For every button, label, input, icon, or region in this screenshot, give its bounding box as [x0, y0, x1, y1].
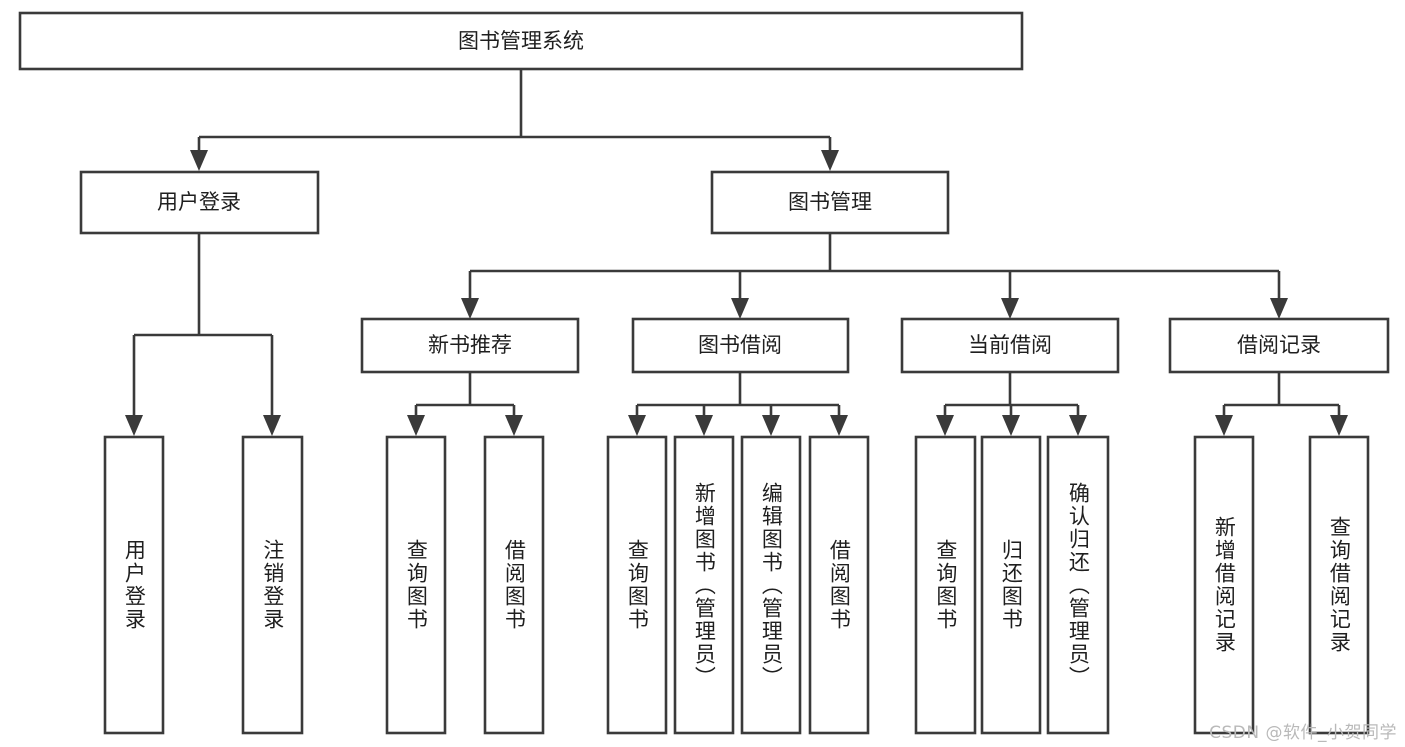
arrowhead-book-borrow-leaf-2: [695, 415, 713, 436]
node-leaf-user-login-2-label: 注销登录: [260, 539, 285, 631]
node-leaf-book-borrow-2[interactable]: [673, 435, 735, 735]
node-level2-current-borrow-label: 当前借阅: [968, 333, 1052, 357]
arrowhead-book-borrow-leaf-3: [762, 415, 780, 436]
arrowhead-borrow-record-leaf-1: [1215, 415, 1233, 436]
connector-group-book-manage: [461, 233, 1288, 319]
node-leaf-book-borrow-4-label: 借阅图书: [827, 539, 852, 631]
arrowhead-user-login-leaf-2: [263, 415, 281, 436]
node-level2-new-book-recommend[interactable]: [360, 317, 580, 374]
node-leaf-current-borrow-1-label: 查询图书: [933, 539, 958, 631]
connector-group-user-login: [125, 233, 281, 436]
node-leaf-new-book-1-label: 查询图书: [404, 539, 429, 631]
connector-group-current-borrow: [936, 372, 1087, 436]
node-leaf-user-login-1[interactable]: [103, 435, 165, 735]
node-level2-borrow-record-label: 借阅记录: [1237, 333, 1321, 357]
arrowhead-new-book-leaf-1: [407, 415, 425, 436]
node-leaf-book-borrow-1[interactable]: [606, 435, 668, 735]
node-leaf-current-borrow-2-label: 归还图书: [999, 539, 1024, 631]
node-level2-book-borrow-label: 图书借阅: [698, 333, 782, 357]
node-level1-book-management[interactable]: [710, 170, 950, 235]
node-level1-user-login-label: 用户登录: [157, 190, 241, 214]
arrowhead-user-login-leaf-1: [125, 415, 143, 436]
node-level2-book-borrow[interactable]: [631, 317, 850, 374]
node-root-book-management-system[interactable]: [18, 11, 1024, 71]
arrowhead-borrow-record-leaf-2: [1330, 415, 1348, 436]
node-leaf-book-borrow-3[interactable]: [740, 435, 802, 735]
node-level1-book-management-label: 图书管理: [788, 190, 872, 214]
node-leaf-borrow-record-2[interactable]: [1308, 435, 1370, 735]
connector-group-new-book-recommend: [407, 372, 523, 436]
node-level2-current-borrow[interactable]: [900, 317, 1120, 374]
node-leaf-new-book-2-label: 借阅图书: [502, 539, 527, 631]
node-leaf-borrow-record-1-label: 新增借阅记录: [1212, 516, 1237, 654]
node-leaf-book-borrow-4[interactable]: [808, 435, 870, 735]
arrowhead-new-book-leaf-2: [505, 415, 523, 436]
arrowhead-root-to-book-manage: [821, 150, 839, 171]
arrowhead-root-to-user-login: [190, 150, 208, 171]
node-leaf-current-borrow-2[interactable]: [980, 435, 1042, 735]
node-leaf-user-login-2[interactable]: [241, 435, 304, 735]
node-leaf-current-borrow-3[interactable]: [1046, 435, 1110, 735]
arrowhead-book-manage-child-2: [731, 298, 749, 319]
arrowhead-book-manage-child-3: [1001, 298, 1019, 319]
node-leaf-new-book-1[interactable]: [385, 435, 447, 735]
node-level1-user-login[interactable]: [79, 170, 320, 235]
arrowhead-current-borrow-leaf-1: [936, 415, 954, 436]
arrowhead-book-manage-child-1: [461, 298, 479, 319]
node-leaf-book-borrow-3-label: 编辑图书（管理员）: [759, 481, 784, 689]
node-leaf-book-borrow-1-label: 查询图书: [625, 539, 650, 631]
arrowhead-current-borrow-leaf-2: [1002, 415, 1020, 436]
arrowhead-current-borrow-leaf-3: [1069, 415, 1087, 436]
connector-group-book-borrow: [628, 372, 848, 436]
node-level2-borrow-record[interactable]: [1168, 317, 1390, 374]
node-leaf-current-borrow-1[interactable]: [914, 435, 977, 735]
connector-group-borrow-record: [1215, 372, 1348, 436]
node-leaf-borrow-record-1[interactable]: [1193, 435, 1255, 735]
node-leaf-new-book-2[interactable]: [483, 435, 545, 735]
node-leaf-borrow-record-2-label: 查询借阅记录: [1327, 516, 1352, 654]
arrowhead-book-manage-child-4: [1270, 298, 1288, 319]
node-level2-new-book-recommend-label: 新书推荐: [428, 333, 512, 357]
arrowhead-book-borrow-leaf-1: [628, 415, 646, 436]
arrowhead-book-borrow-leaf-4: [830, 415, 848, 436]
csdn-watermark: CSDN @软件_小贺同学: [1209, 723, 1397, 743]
node-leaf-book-borrow-2-label: 新增图书（管理员）: [692, 481, 717, 689]
node-leaf-user-login-1-label: 用户登录: [122, 539, 147, 631]
node-root-label: 图书管理系统: [458, 29, 584, 53]
node-leaf-current-borrow-3-label: 确认归还（管理员）: [1066, 481, 1091, 689]
connector-group-root: [190, 69, 839, 171]
